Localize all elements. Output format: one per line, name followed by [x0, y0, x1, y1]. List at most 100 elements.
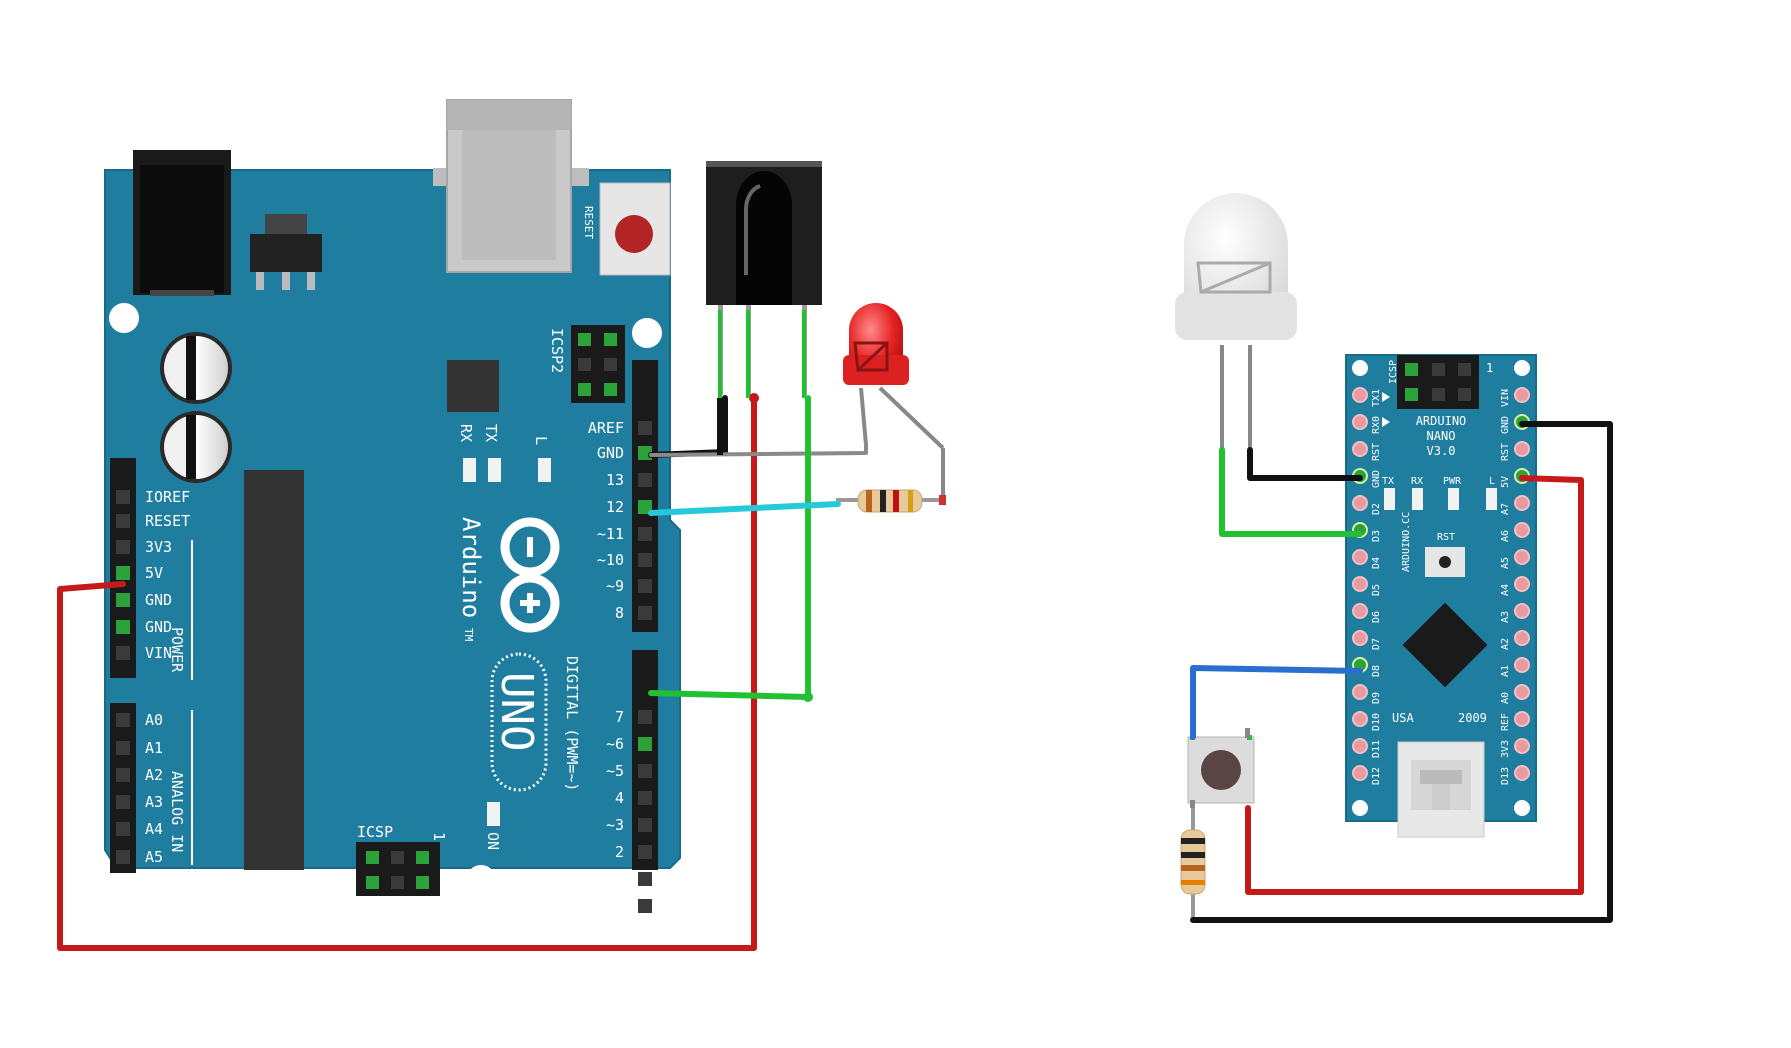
uno-model-badge	[490, 652, 548, 792]
uno-digital-pin-label: ~11	[597, 525, 624, 543]
nano-right-pin-label: 5V	[1500, 476, 1511, 488]
uno-power-pin-label: GND	[145, 591, 172, 609]
nano-left-pin	[1352, 495, 1368, 511]
uno-digital-pin-label: 12	[606, 498, 624, 516]
resistor-nano	[1180, 808, 1206, 920]
uno-analog-pin	[116, 850, 130, 864]
uno-icsp2-label: ICSP2	[548, 328, 566, 373]
nano-left-pin	[1352, 603, 1368, 619]
nano-reset-button[interactable]	[1425, 547, 1465, 577]
nano-icsp-label: ICSP	[1388, 360, 1399, 384]
nano-right-pin-label: REF	[1500, 713, 1511, 731]
uno-power-label: POWER	[168, 627, 186, 673]
uno-digital-pin	[638, 606, 652, 620]
uno-digital-pin	[638, 791, 652, 805]
uno-on-label: ON	[484, 832, 502, 850]
uno-model-label: UNO	[491, 672, 542, 751]
ir-led-white	[1175, 193, 1297, 452]
uno-analog-pins	[116, 713, 130, 864]
nano-right-pin	[1514, 441, 1530, 457]
uno-brand-label: Arduino	[457, 517, 485, 618]
wire-ir-led-d3	[1219, 447, 1363, 537]
nano-left-pins	[1352, 387, 1368, 781]
uno-icsp-pin-one: 1	[430, 832, 448, 841]
nano-right-pin	[1514, 495, 1530, 511]
uno-analog-pin	[116, 768, 130, 782]
nano-led-rx: RX	[1411, 476, 1423, 487]
uno-power-pin-label: RESET	[145, 512, 190, 530]
nano-left-pin-label: D3	[1371, 530, 1382, 542]
uno-tx-label: TX	[482, 424, 500, 442]
uno-power-pin-label: VIN	[145, 644, 172, 662]
uno-analog-pin-label: A3	[145, 793, 163, 811]
arduino-logo	[500, 517, 560, 633]
nano-pin2-arrow	[1382, 417, 1390, 427]
wire-button-d8	[1190, 665, 1363, 740]
uno-digital-pin	[638, 818, 652, 832]
uno-mount-hole	[109, 303, 139, 333]
uno-analog-pin-label: A1	[145, 739, 163, 757]
push-button[interactable]	[1187, 728, 1255, 808]
nano-right-pin-label: A4	[1500, 584, 1511, 596]
nano-led-pwr: PWR	[1443, 476, 1462, 487]
uno-digital-pin	[638, 421, 652, 435]
uno-capacitor	[160, 411, 232, 483]
nano-left-pin	[1352, 765, 1368, 781]
uno-power-pins	[116, 490, 130, 660]
nano-led-tx: TX	[1382, 476, 1394, 487]
nano-right-pin-label: D13	[1500, 767, 1511, 785]
uno-digital-pin-label: GND	[597, 444, 624, 462]
resistor-uno	[836, 489, 946, 513]
nano-country-label: USA	[1392, 711, 1414, 725]
uno-l-label: L	[532, 436, 550, 445]
wire-pin12	[648, 501, 841, 516]
uno-digital-pin	[638, 737, 652, 751]
nano-right-pin-label: GND	[1500, 416, 1511, 434]
uno-analog-pin-label: A2	[145, 766, 163, 784]
nano-wires	[1190, 421, 1613, 923]
nano-left-pin	[1352, 441, 1368, 457]
red-led	[843, 303, 945, 500]
uno-digital-pin-label: ~10	[597, 551, 624, 569]
nano-mount-hole	[1514, 360, 1530, 376]
nano-left-pin-label: D8	[1371, 665, 1382, 677]
nano-left-pin-label: D7	[1371, 638, 1382, 650]
uno-power-pin-label: IOREF	[145, 488, 190, 506]
wire-led-gnd	[649, 441, 868, 457]
nano-mount-hole	[1352, 360, 1368, 376]
wire-ir-led-gnd	[1247, 447, 1363, 481]
uno-reset-button[interactable]	[599, 182, 671, 276]
uno-digital-pin	[638, 473, 652, 487]
nano-right-pin-label: A5	[1500, 557, 1511, 569]
uno-digital-pin-label: ~9	[606, 577, 624, 595]
uno-icsp-header	[356, 842, 440, 896]
uno-analog-pin-label: A0	[145, 711, 163, 729]
uno-mount-hole	[632, 318, 662, 348]
nano-left-pin	[1352, 711, 1368, 727]
nano-pin1-arrow	[1382, 392, 1390, 402]
uno-digital-pin-label: ~6	[606, 735, 624, 753]
nano-year-label: 2009	[1458, 711, 1487, 725]
nano-led-l: L	[1489, 476, 1495, 487]
nano-right-pin-label: VIN	[1500, 389, 1511, 407]
nano-title-line1: ARDUINO	[1416, 414, 1467, 428]
nano-right-pin	[1514, 630, 1530, 646]
nano-right-pin	[1514, 657, 1530, 673]
uno-digital-pin	[638, 764, 652, 778]
uno-analog-pin	[116, 741, 130, 755]
uno-digital-pin-label: 7	[615, 708, 624, 726]
nano-title-line3: V3.0	[1427, 444, 1456, 458]
nano-title-line2: NANO	[1427, 429, 1456, 443]
uno-digital-pin	[638, 872, 652, 886]
nano-left-pin	[1352, 576, 1368, 592]
uno-analog-label: ANALOG IN	[168, 771, 186, 852]
uno-icsp-label: ICSP	[357, 823, 393, 841]
uno-power-pin	[116, 490, 130, 504]
nano-right-pin	[1514, 603, 1530, 619]
uno-power-pin	[116, 646, 130, 660]
uno-atmega-chip	[244, 470, 304, 870]
